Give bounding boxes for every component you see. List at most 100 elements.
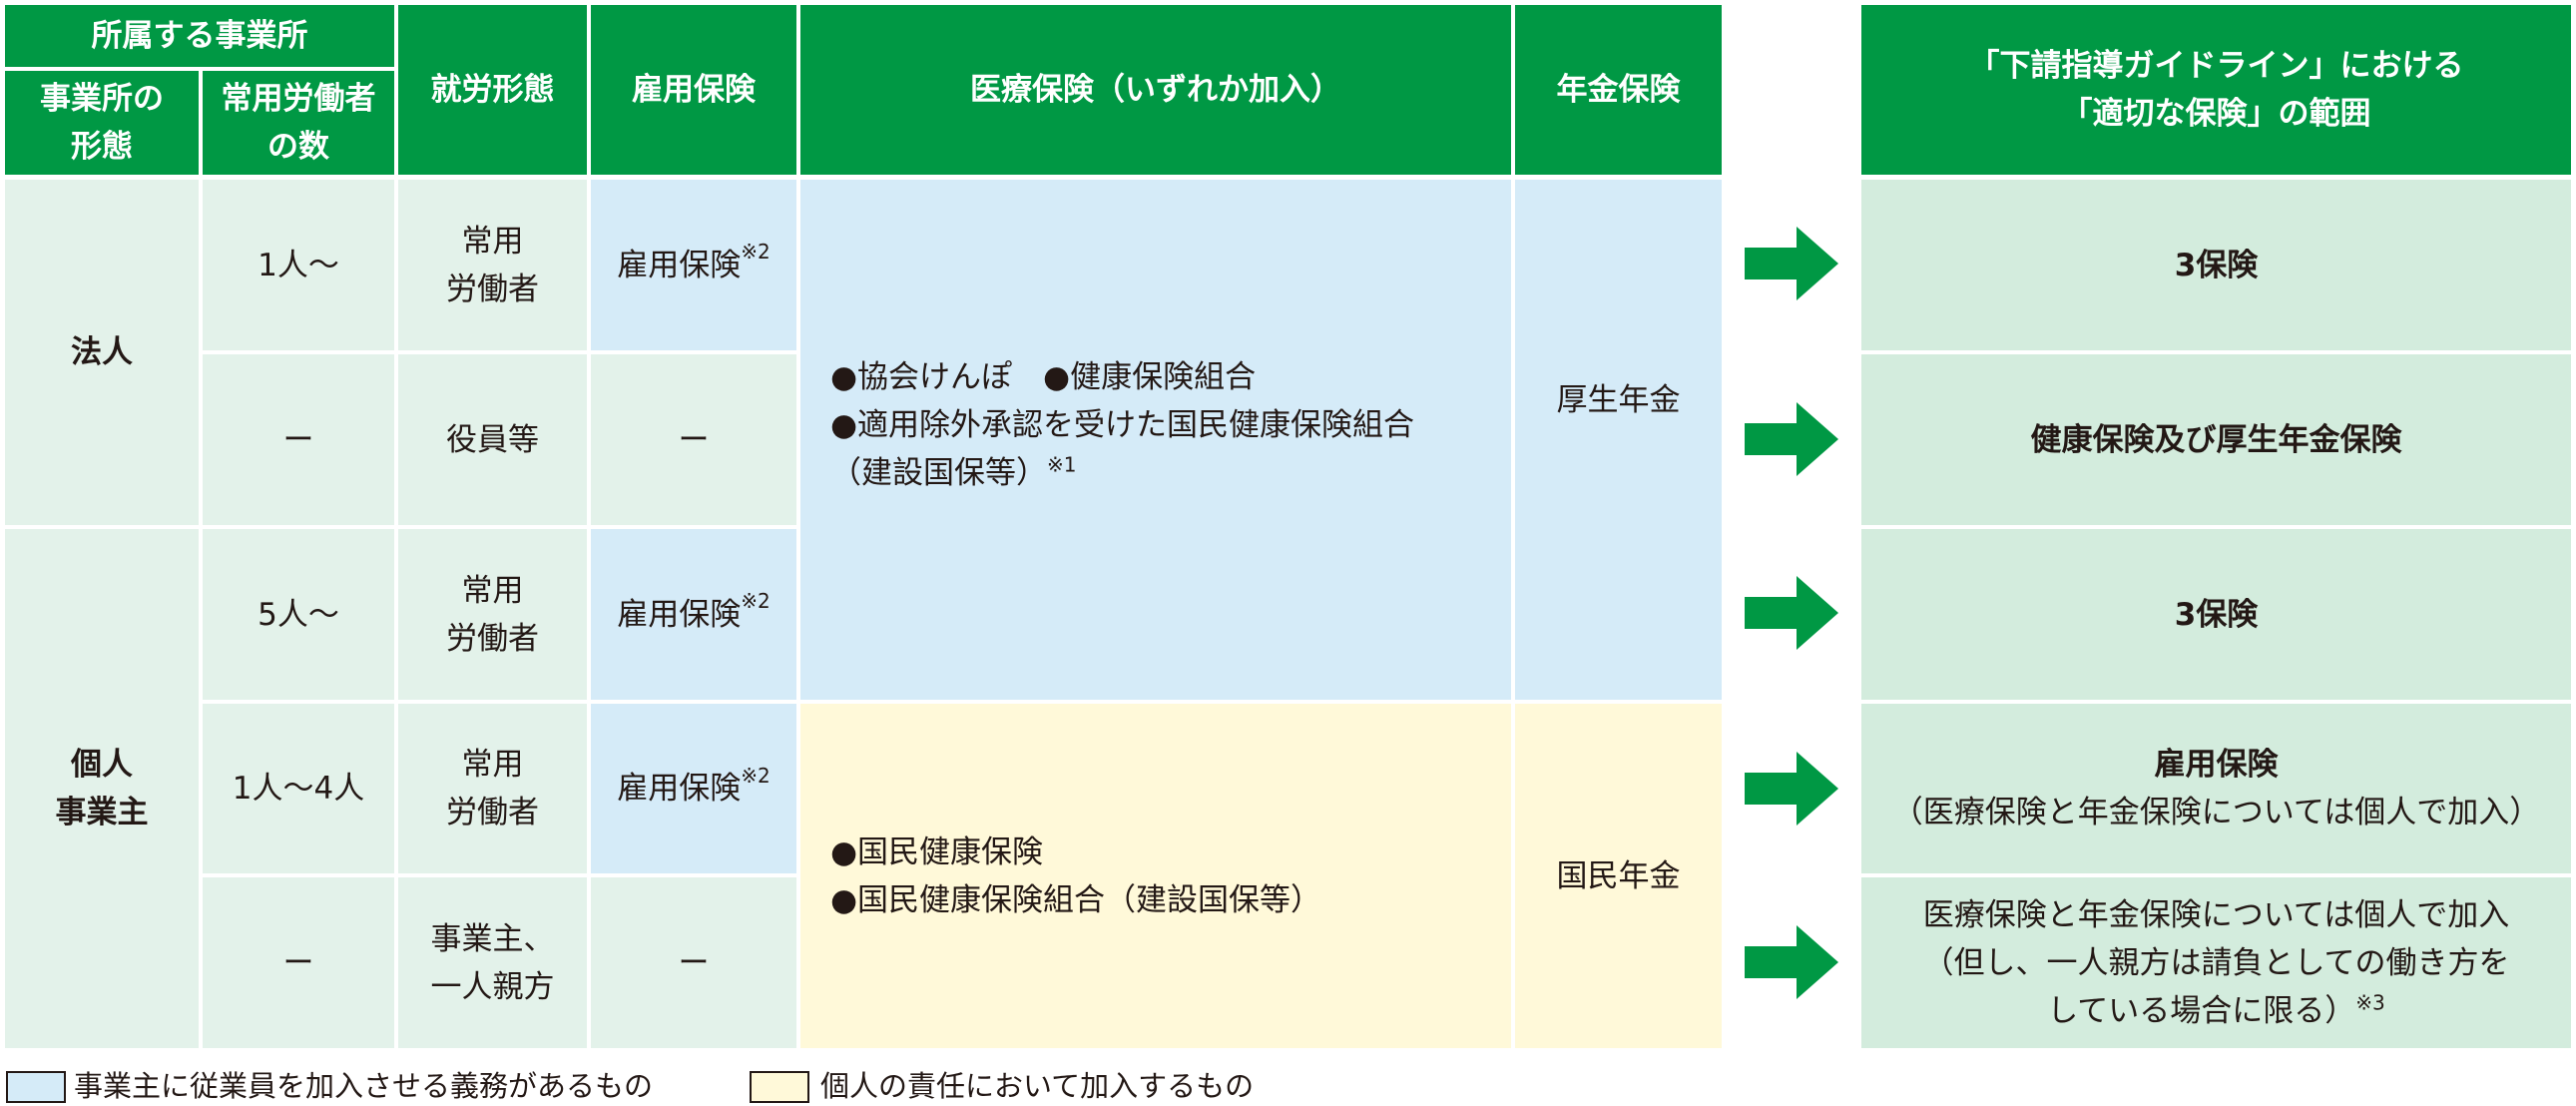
pension-upper-text: 厚生年金 (1556, 381, 1681, 418)
scope-row5-note: ※3 (2355, 990, 2385, 1015)
arrow-right-icon (1745, 402, 1838, 476)
category-corporation-text: 法人 (71, 334, 133, 370)
header-office-type: 事業所の 形態 (5, 71, 199, 175)
scope-row5-line3: している場合に限る） (2047, 992, 2356, 1029)
arrow-right-icon (1745, 925, 1838, 999)
header-medical-insurance-text: 医療保険（いずれか加入） (970, 72, 1341, 108)
employment-row3: 雇用保険※2 (591, 529, 796, 700)
workform-row1-line2: 労働者 (446, 271, 539, 307)
header-worker-count-line2: の数 (267, 129, 329, 165)
medical-lower: ●国民健康保険 ●国民健康保険組合（建設国保等） (800, 704, 1511, 1048)
legend-employer-obligation: 事業主に従業員を加入させる義務があるもの (74, 1069, 654, 1103)
count-row3-text: 5人～ (258, 596, 339, 633)
header-work-form: 就労形態 (398, 5, 587, 175)
employment-row2-text: ー (678, 421, 710, 458)
category-sole-proprietor-line2: 事業主 (55, 795, 149, 830)
scope-row4-line2: （医療保険と年金保険については個人で加入） (1891, 795, 2541, 830)
scope-row1-text: 3保険 (2174, 247, 2259, 283)
scope-row3-text: 3保険 (2174, 596, 2259, 633)
scope-row5-line3-wrap: している場合に限る）※3 (2047, 987, 2385, 1035)
workform-row1-line1: 常用 (461, 223, 524, 260)
employment-row4: 雇用保険※2 (591, 704, 796, 873)
header-employment-insurance: 雇用保険 (591, 5, 796, 175)
medical-upper-note: ※1 (1047, 452, 1077, 477)
scope-row1: 3保険 (1861, 180, 2571, 350)
medical-lower-line1: ●国民健康保険 (830, 833, 1044, 870)
header-office-group-text: 所属する事業所 (91, 18, 308, 54)
category-corporation: 法人 (5, 180, 199, 525)
legend-swatch-blue (6, 1071, 66, 1103)
pension-lower-text: 国民年金 (1556, 857, 1681, 894)
header-worker-count-line1: 常用労働者 (221, 81, 376, 117)
header-office-group: 所属する事業所 (5, 5, 394, 67)
scope-row5-line2: （但し、一人親方は請負としての働き方を (1922, 944, 2510, 981)
workform-row2-text: 役員等 (446, 421, 539, 458)
count-row1: 1人～ (203, 180, 394, 350)
employment-row1-text: 雇用保険 (617, 247, 742, 283)
count-row1-text: 1人～ (258, 247, 339, 283)
header-worker-count: 常用労働者 の数 (203, 71, 394, 175)
workform-row1: 常用 労働者 (398, 180, 587, 350)
count-row4-text: 1人～4人 (232, 771, 365, 807)
medical-upper-line3: （建設国保等） (830, 454, 1047, 491)
count-row5-text: ー (282, 944, 314, 981)
header-scope-line1: 「下請指導ガイドライン」における (1968, 48, 2464, 84)
employment-row2: ー (591, 354, 796, 525)
employment-row5-text: ー (678, 944, 710, 981)
count-row2: ー (203, 354, 394, 525)
workform-row5-line2: 一人親方 (430, 968, 555, 1005)
medical-upper: ●協会けんぽ ●健康保険組合 ●適用除外承認を受けた国民健康保険組合 （建設国保… (800, 180, 1511, 700)
count-row5: ー (203, 877, 394, 1048)
count-row2-text: ー (282, 421, 314, 458)
scope-row2: 健康保険及び厚生年金保険 (1861, 354, 2571, 525)
header-scope-line2: 「適切な保険」の範囲 (2061, 96, 2371, 132)
employment-row3-text: 雇用保険 (617, 596, 742, 633)
workform-row5: 事業主、 一人親方 (398, 877, 587, 1048)
scope-row3: 3保険 (1861, 529, 2571, 700)
employment-row3-note: ※2 (741, 589, 771, 613)
workform-row3-line2: 労働者 (446, 620, 539, 657)
arrow-right-icon (1745, 227, 1838, 300)
workform-row2: 役員等 (398, 354, 587, 525)
scope-row4-line1: 雇用保険 (2154, 747, 2279, 783)
header-medical-insurance: 医療保険（いずれか加入） (800, 5, 1511, 175)
header-pension-insurance: 年金保険 (1515, 5, 1722, 175)
header-office-type-line1: 事業所の (40, 81, 164, 117)
header-scope: 「下請指導ガイドライン」における 「適切な保険」の範囲 (1861, 5, 2571, 175)
workform-row4-line1: 常用 (461, 747, 524, 783)
workform-row3-line1: 常用 (461, 572, 524, 609)
employment-row4-text: 雇用保険 (617, 771, 742, 807)
workform-row4: 常用 労働者 (398, 704, 587, 873)
category-sole-proprietor-line1: 個人 (71, 747, 133, 783)
employment-row4-note: ※2 (741, 764, 771, 788)
medical-upper-line2: ●適用除外承認を受けた国民健康保険組合 (830, 406, 1415, 443)
count-row3: 5人～ (203, 529, 394, 700)
legend-swatch-yellow (750, 1071, 809, 1103)
medical-upper-lines: ●協会けんぽ ●健康保険組合 ●適用除外承認を受けた国民健康保険組合 （建設国保… (830, 353, 1414, 497)
scope-row4: 雇用保険 （医療保険と年金保険については個人で加入） (1861, 704, 2571, 873)
workform-row3: 常用 労働者 (398, 529, 587, 700)
medical-lower-line2: ●国民健康保険組合（建設国保等） (830, 881, 1322, 918)
header-employment-insurance-text: 雇用保険 (632, 72, 756, 108)
header-pension-insurance-text: 年金保険 (1556, 72, 1681, 108)
scope-row2-text: 健康保険及び厚生年金保険 (2030, 421, 2402, 458)
category-sole-proprietor: 個人 事業主 (5, 529, 199, 1048)
header-work-form-text: 就労形態 (430, 72, 555, 108)
medical-upper-line3-wrap: （建設国保等）※1 (830, 449, 1414, 497)
employment-row1: 雇用保険※2 (591, 180, 796, 350)
workform-row4-line2: 労働者 (446, 795, 539, 830)
medical-upper-line1: ●協会けんぽ ●健康保険組合 (830, 358, 1257, 395)
legend-individual-responsibility: 個人の責任において加入するもの (820, 1069, 1255, 1103)
workform-row5-line1: 事業主、 (430, 920, 555, 957)
arrow-right-icon (1745, 576, 1838, 650)
scope-row5: 医療保険と年金保険については個人で加入 （但し、一人親方は請負としての働き方を … (1861, 877, 2571, 1048)
pension-lower: 国民年金 (1515, 704, 1722, 1048)
employment-row1-note: ※2 (741, 240, 771, 264)
employment-row5: ー (591, 877, 796, 1048)
count-row4: 1人～4人 (203, 704, 394, 873)
scope-row5-line1: 医療保険と年金保険については個人で加入 (1922, 896, 2510, 933)
medical-lower-lines: ●国民健康保険 ●国民健康保険組合（建設国保等） (830, 829, 1321, 924)
arrow-right-icon (1745, 752, 1838, 826)
header-office-type-line2: 形態 (71, 129, 133, 165)
pension-upper: 厚生年金 (1515, 180, 1722, 700)
